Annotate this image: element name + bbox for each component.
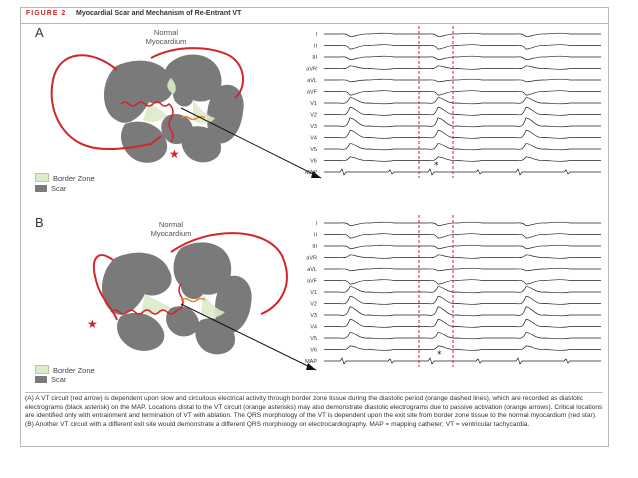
- lead-label: aVF: [307, 90, 318, 96]
- ecg-trace: [324, 129, 601, 139]
- lead-label: MAP: [305, 170, 317, 176]
- lead-label: III: [312, 55, 317, 61]
- pointer-arrow-b: [306, 363, 316, 370]
- scar-swatch: [35, 376, 47, 383]
- scar-regions-a: [103, 54, 244, 163]
- ecg-trace: [324, 97, 601, 105]
- ecg-trace: [324, 143, 601, 151]
- ecg-trace: [324, 221, 601, 227]
- border-zone-swatch: [35, 365, 49, 374]
- ecg-trace: [324, 286, 601, 294]
- ecg-trace: [324, 279, 601, 285]
- ecg-trace: [324, 318, 601, 328]
- ecg-trace: [324, 345, 601, 351]
- lead-label: aVL: [307, 78, 317, 84]
- figure-caption: (A) A VT circuit (red arrow) is dependen…: [25, 392, 603, 446]
- exit-star-b: ★: [87, 317, 98, 331]
- circuit-loop-b: [92, 254, 118, 321]
- border-zone-swatch: [35, 173, 49, 182]
- heart-b: ★: [87, 232, 317, 371]
- circuit-loop-a: [50, 54, 162, 151]
- pointer-arrow-a: [311, 171, 321, 178]
- ecg-trace: [324, 357, 601, 365]
- lead-label: aVF: [307, 279, 318, 285]
- circuit-wavy-a: [120, 101, 174, 143]
- ecg-trace: [324, 117, 601, 128]
- ecg-trace: [324, 233, 601, 239]
- heart-diagrams: ★: [50, 47, 322, 371]
- ecg-trace: [324, 332, 601, 340]
- heart-a: ★: [50, 47, 322, 179]
- legend-border-zone-a: Border Zone: [35, 173, 95, 183]
- lead-label: I: [315, 221, 317, 227]
- ecg-trace: [324, 168, 601, 176]
- lead-label: I: [315, 32, 317, 38]
- ecg-trace: [324, 32, 601, 38]
- legend-scar-a: Scar: [35, 184, 66, 193]
- lead-label: V3: [310, 313, 317, 319]
- lead-label: V6: [310, 159, 317, 165]
- circuit-loop-b-outer: [170, 232, 288, 315]
- panel-label-b: B: [35, 215, 44, 230]
- ecg-trace: [324, 55, 601, 61]
- ecg-trace: [324, 267, 601, 272]
- lead-label: V5: [310, 336, 317, 342]
- ecg-trace: [324, 65, 601, 70]
- lead-label: V1: [310, 290, 317, 296]
- ecg-trace: [324, 244, 601, 250]
- border-zone-b: [141, 294, 225, 318]
- lead-label: III: [312, 244, 317, 250]
- lead-label: II: [314, 44, 318, 50]
- lead-label: V1: [310, 101, 317, 107]
- ecg-trace: [324, 44, 601, 50]
- lead-label: V4: [310, 136, 317, 142]
- normal-myocardium-label-a: Normal Myocardium: [145, 28, 187, 46]
- lead-label: V3: [310, 124, 317, 130]
- diastolic-asterisk: *: [437, 350, 442, 360]
- lead-label: V5: [310, 147, 317, 153]
- exit-star-a: ★: [169, 147, 180, 161]
- ecg-trace: [324, 106, 601, 116]
- lead-label: aVR: [306, 256, 317, 262]
- circuit-loop-a-outer: [150, 47, 244, 99]
- diastolic-asterisk: *: [434, 161, 439, 171]
- ecg-trace: [324, 156, 601, 162]
- ecg-trace: [324, 90, 601, 96]
- scar-regions-b: [102, 242, 252, 355]
- lead-label: V2: [310, 302, 317, 308]
- scar-swatch: [35, 185, 47, 192]
- lead-label: aVR: [306, 67, 317, 73]
- figure-panel: FIGURE 2 Myocardial Scar and Mechanism o…: [20, 7, 609, 447]
- figure-title: Myocardial Scar and Mechanism of Re-Entr…: [76, 10, 242, 17]
- lead-label: V2: [310, 113, 317, 119]
- lead-label: MAP: [305, 359, 317, 365]
- pointer-line-a: [180, 107, 322, 179]
- pointer-line-b: [180, 303, 317, 371]
- ecg-trace: [324, 306, 601, 317]
- passive-path-b: [180, 297, 206, 303]
- normal-myocardium-label-b: Normal Myocardium: [150, 220, 192, 238]
- ecg-trace: [324, 295, 601, 305]
- passive-path-a: [180, 115, 206, 121]
- legend-border-zone-b: Border Zone: [35, 365, 95, 375]
- figure-label: FIGURE 2: [26, 10, 67, 17]
- lead-label: V6: [310, 348, 317, 354]
- lead-label: II: [314, 233, 318, 239]
- figure-header: FIGURE 2 Myocardial Scar and Mechanism o…: [21, 8, 608, 24]
- legend-scar-b: Scar: [35, 375, 66, 384]
- lead-label: aVL: [307, 267, 317, 273]
- ecg-trace: [324, 254, 601, 259]
- panel-label-a: A: [35, 25, 44, 40]
- lead-label: V4: [310, 325, 317, 331]
- ecg-trace: [324, 78, 601, 83]
